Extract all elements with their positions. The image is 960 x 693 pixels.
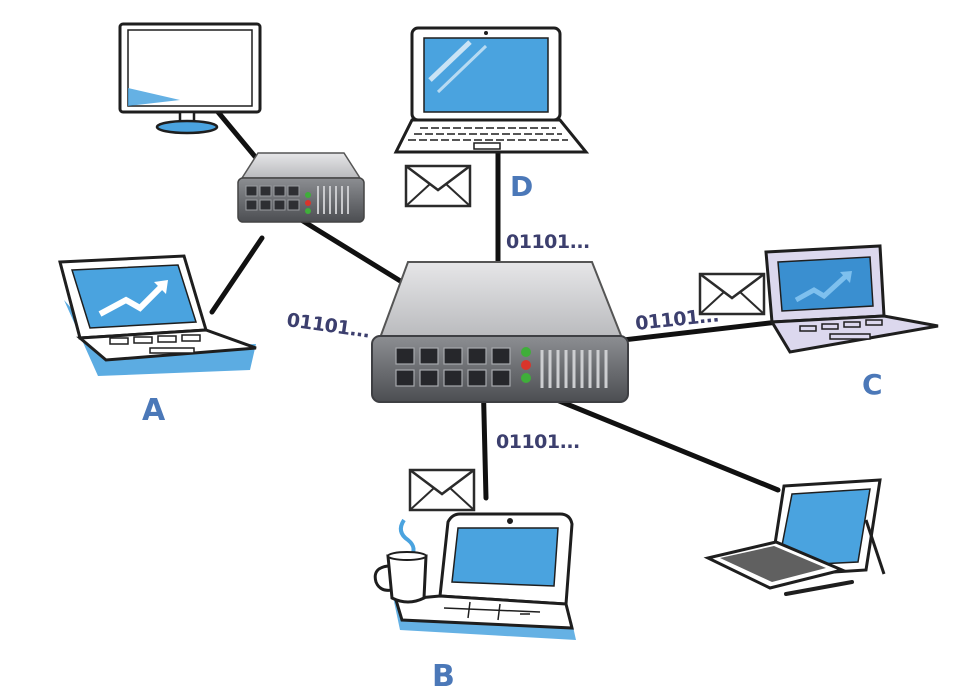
envelope-icon [404,164,472,208]
led-green [521,347,531,357]
cable-laptop-a-hub [209,235,265,315]
envelope-icon [408,468,476,512]
laptop-c [764,244,939,354]
small-hub [237,152,365,223]
cable-monitor-hub [215,109,265,168]
laptop-a [58,254,257,376]
label-c: C [862,368,883,401]
label-d: D [510,170,533,203]
tablet [703,478,886,596]
signal-left: 01101... [285,309,371,342]
coffee-mug [373,518,428,604]
led-red [521,360,531,370]
laptop-d [393,26,590,154]
cable-hub-switch [287,210,418,293]
label-b: B [432,659,455,693]
led-green [521,373,531,383]
monitor [118,22,262,135]
signal-bottom: 01101... [496,431,580,453]
laptop-b [392,512,576,640]
signal-top: 01101... [506,231,590,253]
label-a: A [142,393,166,428]
main-switch [371,261,629,403]
